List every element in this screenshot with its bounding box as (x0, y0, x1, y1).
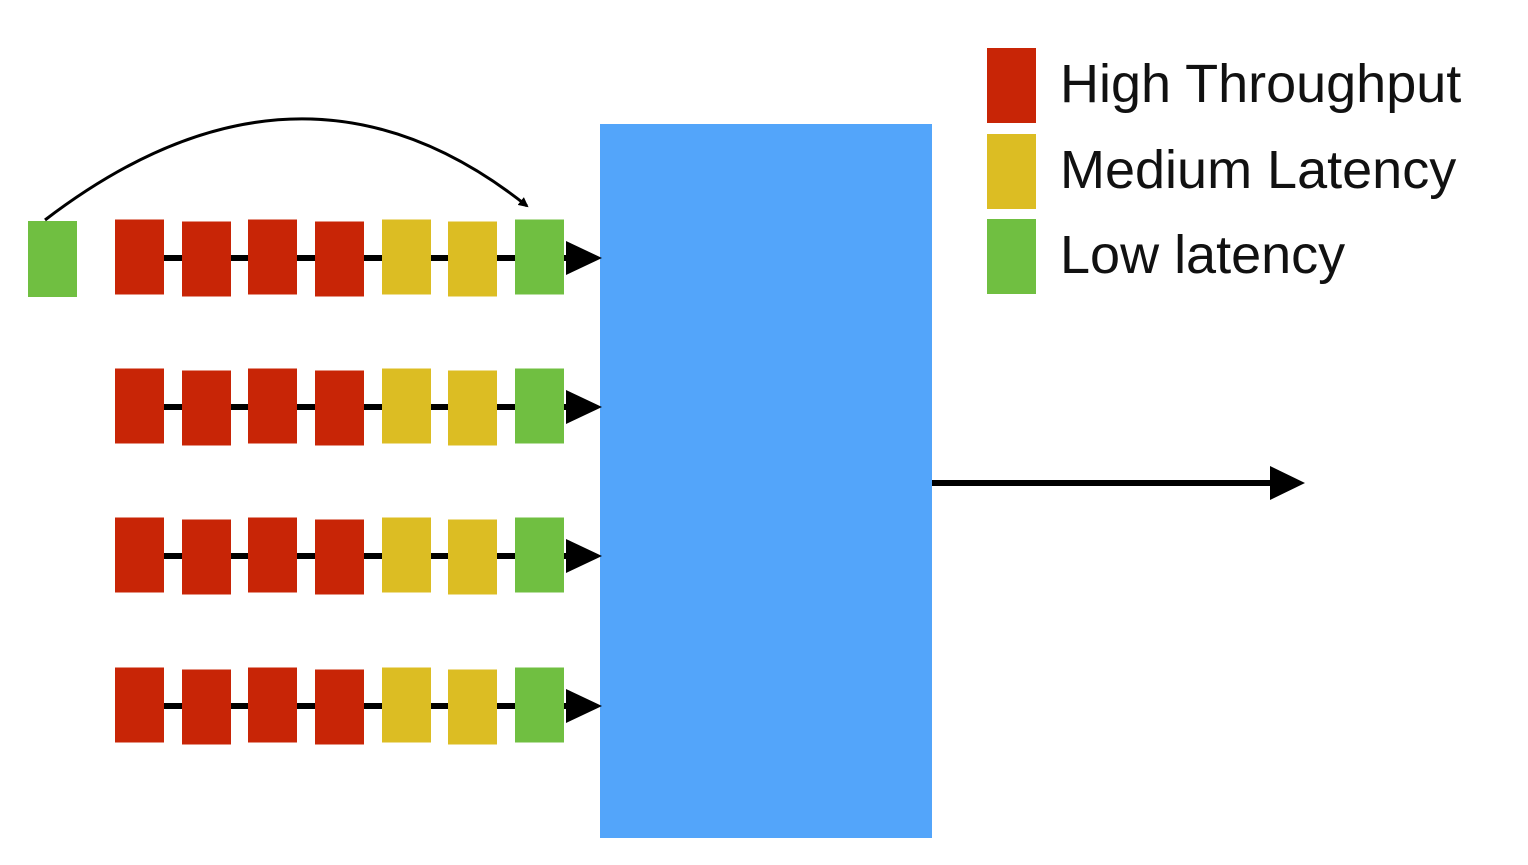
request-block-high-throughput (115, 667, 164, 743)
incoming-low-latency-request (28, 221, 77, 297)
request-block-high-throughput (315, 370, 364, 446)
queue-arrowhead (566, 539, 602, 573)
legend-swatch-low-latency (987, 219, 1036, 294)
request-block-medium-latency (448, 519, 497, 595)
output-arrow (932, 466, 1305, 500)
request-block-low-latency (515, 517, 564, 593)
request-block-high-throughput (115, 517, 164, 593)
request-block-low-latency (515, 368, 564, 444)
queue-row (115, 667, 602, 745)
request-block-medium-latency (382, 368, 431, 444)
request-queues (115, 219, 602, 745)
queue-arrowhead (566, 241, 602, 275)
request-block-medium-latency (382, 219, 431, 295)
request-block-high-throughput (182, 221, 231, 297)
request-block-high-throughput (115, 219, 164, 295)
request-block-high-throughput (315, 519, 364, 595)
request-block-high-throughput (248, 368, 297, 444)
request-block-medium-latency (448, 370, 497, 446)
request-block-high-throughput (182, 370, 231, 446)
request-block-high-throughput (182, 669, 231, 745)
insert-arc-arrow (44, 117, 529, 222)
queue-row (115, 219, 602, 297)
legend-label: Low latency (1060, 225, 1345, 285)
request-block-low-latency (515, 219, 564, 295)
request-block-high-throughput (182, 519, 231, 595)
queue-row (115, 368, 602, 446)
request-block-high-throughput (248, 517, 297, 593)
scheduler-block (600, 124, 932, 838)
request-block-high-throughput (115, 368, 164, 444)
request-block-high-throughput (315, 221, 364, 297)
request-block-high-throughput (248, 667, 297, 743)
request-block-medium-latency (448, 669, 497, 745)
queue-row (115, 517, 602, 595)
legend-swatch-high-throughput (987, 48, 1036, 123)
request-block-medium-latency (382, 517, 431, 593)
request-block-medium-latency (382, 667, 431, 743)
queue-arrowhead (566, 390, 602, 424)
legend-label: High Throughput (1060, 54, 1461, 114)
queue-arrowhead (566, 689, 602, 723)
request-block-medium-latency (448, 221, 497, 297)
legend-label: Medium Latency (1060, 140, 1456, 200)
legend-swatch-medium-latency (987, 134, 1036, 209)
request-block-high-throughput (315, 669, 364, 745)
request-block-low-latency (515, 667, 564, 743)
request-block-high-throughput (248, 219, 297, 295)
